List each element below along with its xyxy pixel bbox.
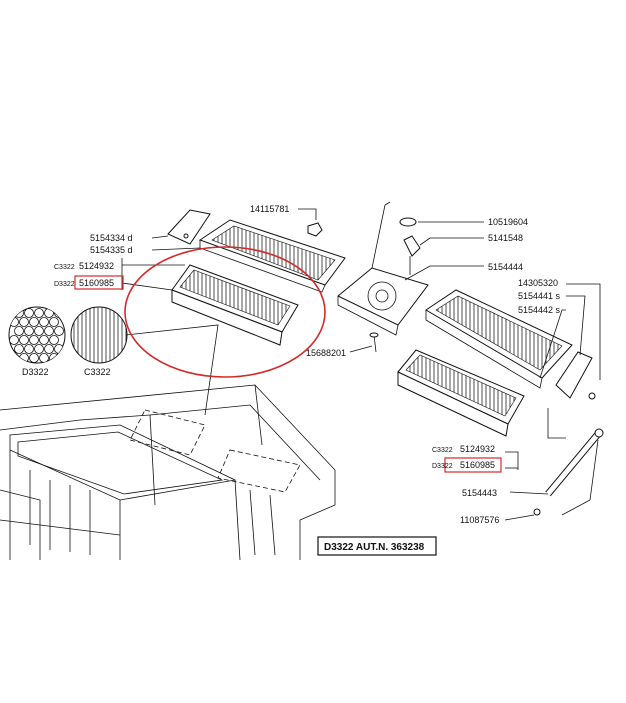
callout-5154441: 5154441 s <box>518 291 561 301</box>
cab-outline <box>0 384 336 561</box>
left-kit-c-code: C3322 <box>54 264 75 271</box>
highlight-box-left <box>74 275 124 290</box>
nut-14115781[interactable] <box>307 222 323 237</box>
highlight-ellipse <box>124 246 326 378</box>
center-housing[interactable] <box>337 201 429 336</box>
right-kit-d-code: D3322 <box>432 463 453 470</box>
left-filter[interactable] <box>171 264 299 346</box>
callout-14115781: 14115781 <box>250 204 289 214</box>
callout-14305320: 14305320 <box>518 278 558 288</box>
callout-5154334: 5154334 d <box>90 233 133 243</box>
left-bracket[interactable] <box>167 209 211 245</box>
left-kit-d-part: 5160985 <box>79 278 114 288</box>
callout-5154442: 5154442 s <box>518 305 561 315</box>
callout-5154443: 5154443 <box>462 488 497 498</box>
right-bracket[interactable] <box>555 351 596 400</box>
rod-5154443[interactable] <box>533 428 604 516</box>
swatch-d3322 <box>8 306 66 364</box>
callout-10519604: 10519604 <box>488 217 528 227</box>
left-kit-c-part: 5124932 <box>79 261 114 271</box>
callout-5141548: 5141548 <box>488 233 523 243</box>
left-cover[interactable] <box>198 219 346 293</box>
right-filter[interactable] <box>397 349 525 437</box>
knob-assembly[interactable] <box>399 217 421 275</box>
right-kit-c-part: 5124932 <box>460 444 495 454</box>
left-kit-d-code: D3322 <box>54 281 75 288</box>
right-kit-d-part: 5160985 <box>460 460 495 470</box>
caption-box: D3322 AUT.N. 363238 <box>317 536 437 556</box>
callout-11087576: 11087576 <box>460 515 499 525</box>
right-kit-c-code: C3322 <box>432 447 453 454</box>
highlight-box-right <box>444 457 502 473</box>
swatch-label-d3322: D3322 <box>22 367 49 377</box>
callout-5154335: 5154335 d <box>90 245 133 255</box>
callout-15688201: 15688201 <box>306 348 346 358</box>
swatch-label-c3322: C3322 <box>84 367 111 377</box>
swatch-c3322 <box>70 306 128 364</box>
leader-lines <box>121 208 601 521</box>
caption-text: D3322 AUT.N. 363238 <box>324 542 425 553</box>
screw-15688201[interactable] <box>369 332 379 353</box>
right-cover[interactable] <box>425 289 573 389</box>
callout-5154444: 5154444 <box>488 262 523 272</box>
